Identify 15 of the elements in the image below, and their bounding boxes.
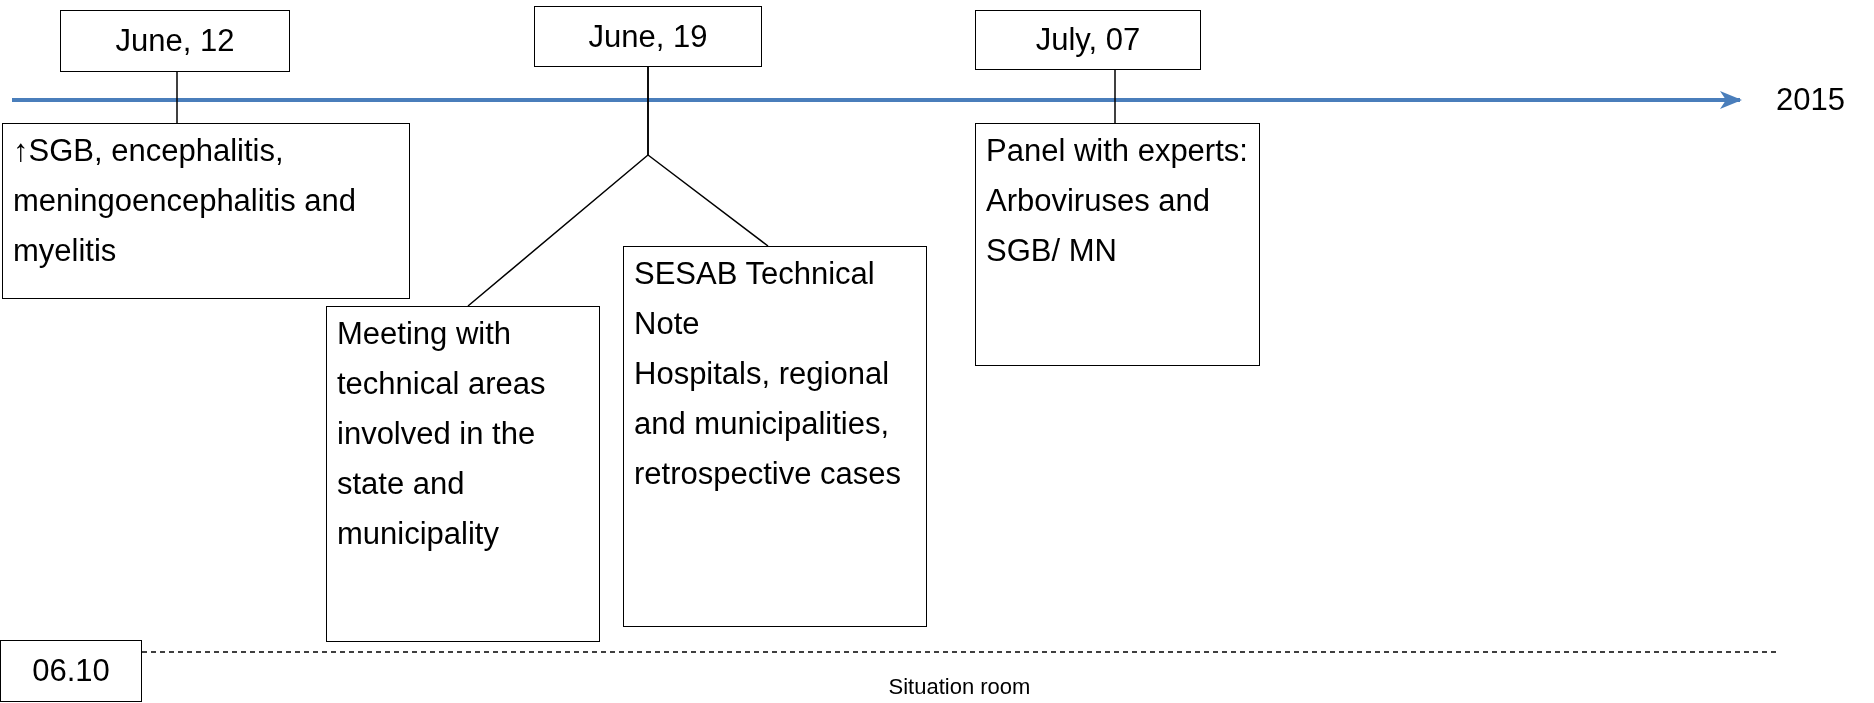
date-box: July, 07 (975, 10, 1201, 70)
event-text: Hospitals, regional and municipalities, retrospective cases (634, 355, 903, 493)
event-box: ↑SGB, encephalitis, meningoencephalitis and myelitis (2, 123, 410, 299)
date-box: 06.10 (0, 640, 142, 702)
connector-line (1114, 69, 1116, 124)
year-label: 2015 (1776, 82, 1845, 118)
event-box: Meeting with technical areas involved in the state and municipality (326, 306, 600, 642)
connector-line (176, 71, 178, 124)
date-box: June, 12 (60, 10, 290, 72)
dashed-line (141, 651, 1778, 653)
date-box: June, 19 (534, 6, 762, 67)
event-heading: SESAB Technical Note (634, 255, 876, 343)
connector-line (647, 66, 769, 247)
event-box: Panel with experts: Arboviruses and SGB/ MN (975, 123, 1260, 366)
event-box (623, 246, 927, 627)
